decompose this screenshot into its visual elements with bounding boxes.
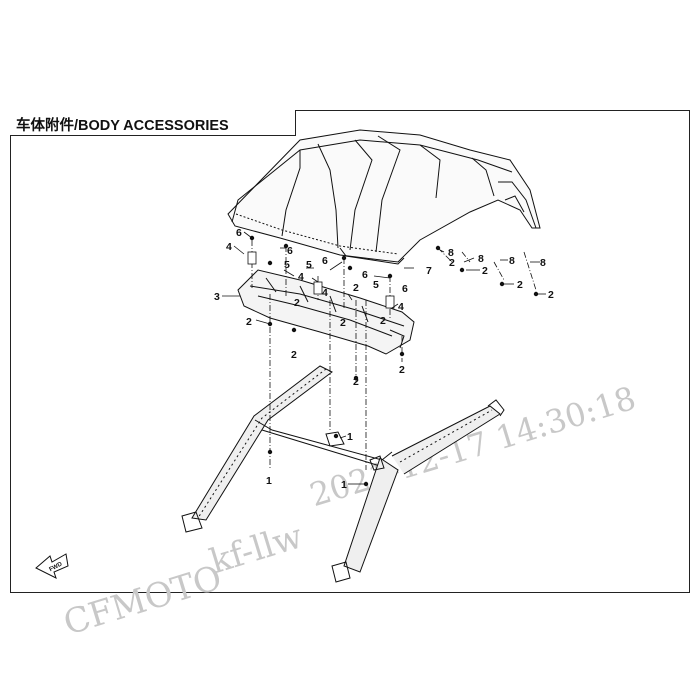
callout-label: 1 (347, 431, 353, 443)
callout-label: 6 (236, 227, 242, 239)
watermark: CFMOTO (59, 558, 226, 644)
roof-cross-rail (237, 269, 415, 355)
callout-label: 1 (266, 475, 272, 487)
callout-label: 8 (478, 253, 484, 265)
callout-label: 1 (341, 479, 347, 491)
callout-label: 4 (398, 301, 404, 313)
callout-label: 2 (380, 315, 386, 327)
callout-label: 2 (291, 349, 297, 361)
roll-cage-frame (181, 365, 505, 583)
roof-canopy (227, 129, 541, 265)
title-box (10, 110, 296, 136)
callout-label: 5 (306, 259, 312, 271)
callout-label: 7 (426, 265, 432, 277)
callout-label: 2 (399, 364, 405, 376)
callout-label: 2 (517, 279, 523, 291)
watermark-user: kf-llw (205, 516, 307, 582)
callout-labels: 1 1 1 2 2 2 2 2 2 2 2 2 2 2 2 3 4 4 4 4 … (214, 227, 554, 491)
callout-label: 2 (449, 257, 455, 269)
callout-label: 2 (353, 376, 359, 388)
watermark-brand: CFMOTO (59, 558, 226, 644)
callout-label: 5 (373, 279, 379, 291)
callout-label: 2 (340, 317, 346, 329)
callout-label: 2 (353, 282, 359, 294)
callout-label: 6 (287, 245, 293, 257)
callout-label: 8 (448, 247, 454, 259)
callout-label: 2 (246, 316, 252, 328)
callout-label: 2 (548, 289, 554, 301)
callout-label: 8 (509, 255, 515, 267)
callout-label: 2 (294, 297, 300, 309)
callout-label: 6 (322, 255, 328, 267)
callout-label: 4 (298, 271, 304, 283)
callout-label: 4 (322, 287, 328, 299)
callout-label: 2 (482, 265, 488, 277)
forward-arrow: FWD (35, 553, 69, 579)
diagram-frame (10, 110, 690, 593)
callout-label: 5 (284, 259, 290, 271)
callout-label: 6 (362, 269, 368, 281)
callout-label: 3 (214, 291, 220, 303)
callout-label: 6 (402, 283, 408, 295)
callout-label: 4 (226, 241, 232, 253)
fasteners (247, 235, 539, 487)
callout-label: 8 (540, 257, 546, 269)
diagram-title: 车体附件/BODY ACCESSORIES (16, 118, 229, 134)
leader-lines (222, 231, 546, 485)
watermark-timestamp: 2021-12-17 14:30:18 (305, 379, 640, 514)
